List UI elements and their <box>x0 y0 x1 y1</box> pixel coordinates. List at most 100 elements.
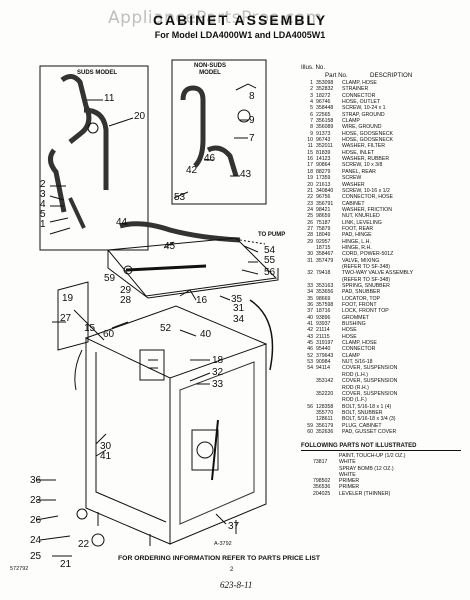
part-description: COVER, SUSPENSION <box>342 390 398 397</box>
parts-row: (REFER TO SF-348) <box>301 264 467 270</box>
part-number: 79418 <box>316 270 331 277</box>
callout-number: 44 <box>116 217 128 228</box>
extra-row: PAINT, TOUCH-UP (1/2 OZ.) <box>301 453 467 459</box>
illus-number: 9 <box>310 130 313 137</box>
part-number: 18272 <box>316 92 331 99</box>
part-description: HOSE, GOOSENECK <box>342 130 394 137</box>
part-description: LEVELER (THINNER) <box>339 490 391 497</box>
callout-number: 56 <box>264 267 276 278</box>
illus-number: 43 <box>307 333 313 340</box>
part-number: 355770 <box>316 409 334 416</box>
part-description: WASHER, RUBBER <box>342 156 390 163</box>
callout-number: 19 <box>62 293 74 304</box>
illus-number: 6 <box>310 111 313 118</box>
illus-number: 19 <box>307 175 313 182</box>
part-number: 319197 <box>316 340 334 347</box>
part-number: 352220 <box>316 390 334 397</box>
nonsuds-model-box <box>171 59 267 205</box>
part-description: HOSE <box>342 327 357 334</box>
part-number: 128611 <box>316 416 333 423</box>
part-number: 95440 <box>316 346 331 353</box>
part-description: SPRING, SNUBBER <box>342 283 390 289</box>
part-description: ROD (L.H.) <box>342 371 368 378</box>
part-number: 357479 <box>316 257 334 264</box>
part-description: NUT, 5/16-18 <box>342 359 373 366</box>
part-description: CABINET <box>342 200 365 207</box>
part-number: 93896 <box>316 314 331 321</box>
illus-number: 21 <box>307 187 313 194</box>
callout-number: 36 <box>30 475 42 486</box>
part-number: 353163 <box>316 283 334 289</box>
part-number: 18049 <box>316 232 331 239</box>
part-number: 358467 <box>316 251 334 258</box>
part-number: 352636 <box>316 428 334 435</box>
page-title: CABINET ASSEMBLY <box>152 12 328 28</box>
part-description: CONNECTOR <box>342 92 376 99</box>
part-description: HOSE, OUTLET <box>342 99 381 106</box>
part-description: CLAMP <box>342 352 360 359</box>
parts-row: ROD (L.H.) <box>301 372 467 378</box>
part-number: 352832 <box>316 86 334 93</box>
part-number: 21115 <box>316 333 330 340</box>
illus-number: 26 <box>307 219 313 226</box>
part-description: LOCATOR, TOP <box>342 295 380 302</box>
callout-number: 40 <box>200 329 212 340</box>
callout-number: 4 <box>40 199 46 210</box>
watermark: AppliancePartsPros.com <box>108 8 323 28</box>
illus-number: 59 <box>307 422 313 429</box>
part-number: 98421 <box>316 206 331 213</box>
illus-number: 17 <box>307 162 313 169</box>
part-number: 14123 <box>316 156 331 163</box>
callout-number: 7 <box>249 133 255 144</box>
page-subtitle: For Model LDA4000W1 and LDA4005W1 <box>154 30 326 40</box>
illus-number: 1 <box>310 80 313 86</box>
illus-number: 11 <box>307 143 313 150</box>
callout-number: 27 <box>60 313 72 324</box>
part-description: TWO-WAY VALVE ASSEMBLY <box>342 270 414 277</box>
to-pump-label: TO PUMP <box>258 232 286 238</box>
part-description: STRAINER <box>342 86 369 93</box>
part-description: HOSE, INLET <box>342 149 375 156</box>
illus-number: 29 <box>307 238 313 245</box>
part-description: (REFER TO SF-348) <box>342 263 390 270</box>
part-description: PAD, HINGE <box>342 232 372 239</box>
illus-number: 20 <box>307 181 313 188</box>
callout-number: 25 <box>30 551 42 562</box>
part-number: 353142 <box>316 378 334 385</box>
part-number: 356089 <box>316 124 334 131</box>
callout-number: 59 <box>104 273 116 284</box>
part-number: 98669 <box>316 295 331 302</box>
illus-number: 45 <box>307 340 313 347</box>
callout-number: 5 <box>40 209 46 220</box>
callout-number: 23 <box>30 495 42 506</box>
part-number: 96746 <box>316 99 331 106</box>
part-description: STRAP, GROUND <box>342 111 385 118</box>
part-description: CONNECTOR, HOSE <box>342 194 393 201</box>
part-number: 21613 <box>316 181 331 188</box>
part-description: ROD (L.F.) <box>342 397 367 404</box>
callout-number: 26 <box>30 515 42 526</box>
callout-number: 18 <box>212 355 224 366</box>
part-number: 21114 <box>316 327 330 334</box>
part-number: 356791 <box>316 200 334 207</box>
callout-number: 54 <box>264 245 276 256</box>
callout-number: 21 <box>60 559 72 570</box>
